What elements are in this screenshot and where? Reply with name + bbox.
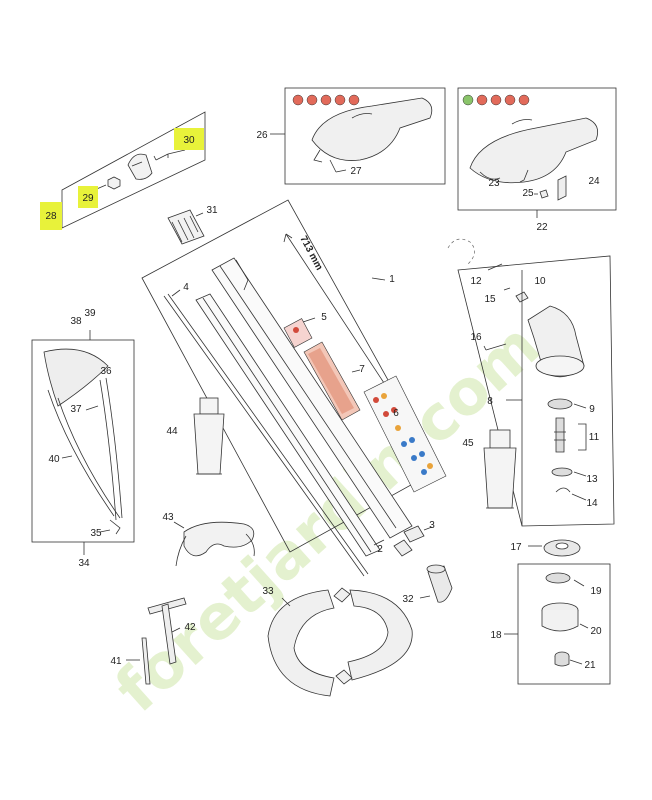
callout-19: 19	[590, 586, 602, 597]
callout-39: 39	[84, 308, 96, 319]
callout-44: 44	[166, 426, 178, 437]
callout-33: 33	[262, 586, 274, 597]
label-5	[283, 318, 313, 348]
part-17	[528, 539, 581, 557]
callout-1: 1	[389, 274, 395, 285]
callout-32: 32	[402, 594, 414, 605]
callout-12: 12	[470, 276, 482, 287]
decal-7	[303, 341, 361, 421]
callout-10: 10	[534, 276, 546, 287]
callout-20: 20	[590, 626, 602, 637]
callout-41: 41	[110, 656, 122, 667]
callout-18: 18	[490, 630, 502, 641]
callout-27: 27	[350, 166, 362, 177]
callout-43: 43	[162, 512, 174, 523]
callout-15: 15	[484, 294, 496, 305]
callout-8: 8	[487, 396, 493, 407]
callout-21: 21	[584, 660, 596, 671]
callout-6: 6	[393, 408, 399, 419]
part-41-pin	[126, 637, 151, 685]
callout-37: 37	[70, 404, 82, 415]
callout-14: 14	[586, 498, 598, 509]
callout-25: 25	[522, 188, 534, 199]
callout-34: 34	[78, 558, 90, 569]
group-22-icons	[462, 94, 530, 106]
callout-22: 22	[536, 222, 548, 233]
highlight-30	[174, 128, 204, 150]
part-31	[167, 209, 205, 245]
callout-13: 13	[586, 474, 598, 485]
callout-28: 28	[45, 211, 57, 222]
callout-11: 11	[589, 432, 600, 443]
callout-4: 4	[183, 282, 189, 293]
callout-36: 36	[100, 366, 112, 377]
callout-42: 42	[184, 622, 196, 633]
callout-7: 7	[359, 364, 365, 375]
part-33-guard	[267, 587, 413, 697]
callout-31: 31	[206, 205, 218, 216]
group-26-housing	[270, 87, 446, 185]
dashed-connector	[447, 238, 475, 265]
callout-26: 26	[256, 130, 268, 141]
highlight-29	[78, 186, 98, 208]
callout-9: 9	[589, 404, 595, 415]
highlight-callouts	[40, 128, 204, 230]
group-26-icons	[292, 94, 360, 106]
part-42-wrench	[147, 597, 187, 665]
group-34-harness	[31, 330, 135, 555]
group-22-housing	[457, 87, 617, 218]
callout-17: 17	[510, 542, 522, 553]
group-18-head	[504, 563, 611, 685]
dimension-label: 713 mm	[297, 234, 324, 272]
callout-23: 23	[488, 178, 500, 189]
callout-38: 38	[70, 316, 82, 327]
decal-6	[363, 375, 447, 493]
part-45-tube	[483, 429, 517, 509]
callout-45: 45	[462, 438, 474, 449]
part-43-glasses	[173, 521, 255, 567]
callout-30: 30	[183, 135, 195, 146]
callout-5: 5	[321, 312, 327, 323]
callout-40: 40	[48, 454, 60, 465]
group-1-drive-tube	[141, 199, 439, 577]
callout-3: 3	[429, 520, 435, 531]
part-32-cap	[419, 564, 453, 603]
callout-labels: 28 29 30 26 27 31 23 24 25 22 1 4 5 7 6 …	[45, 130, 602, 671]
callout-29: 29	[82, 193, 94, 204]
highlight-28	[40, 202, 62, 230]
callout-24: 24	[588, 176, 600, 187]
callout-16: 16	[470, 332, 482, 343]
callout-2: 2	[377, 544, 383, 555]
group-8-gearhead	[457, 255, 615, 527]
part-44-tube	[193, 397, 225, 475]
callout-35: 35	[90, 528, 102, 539]
